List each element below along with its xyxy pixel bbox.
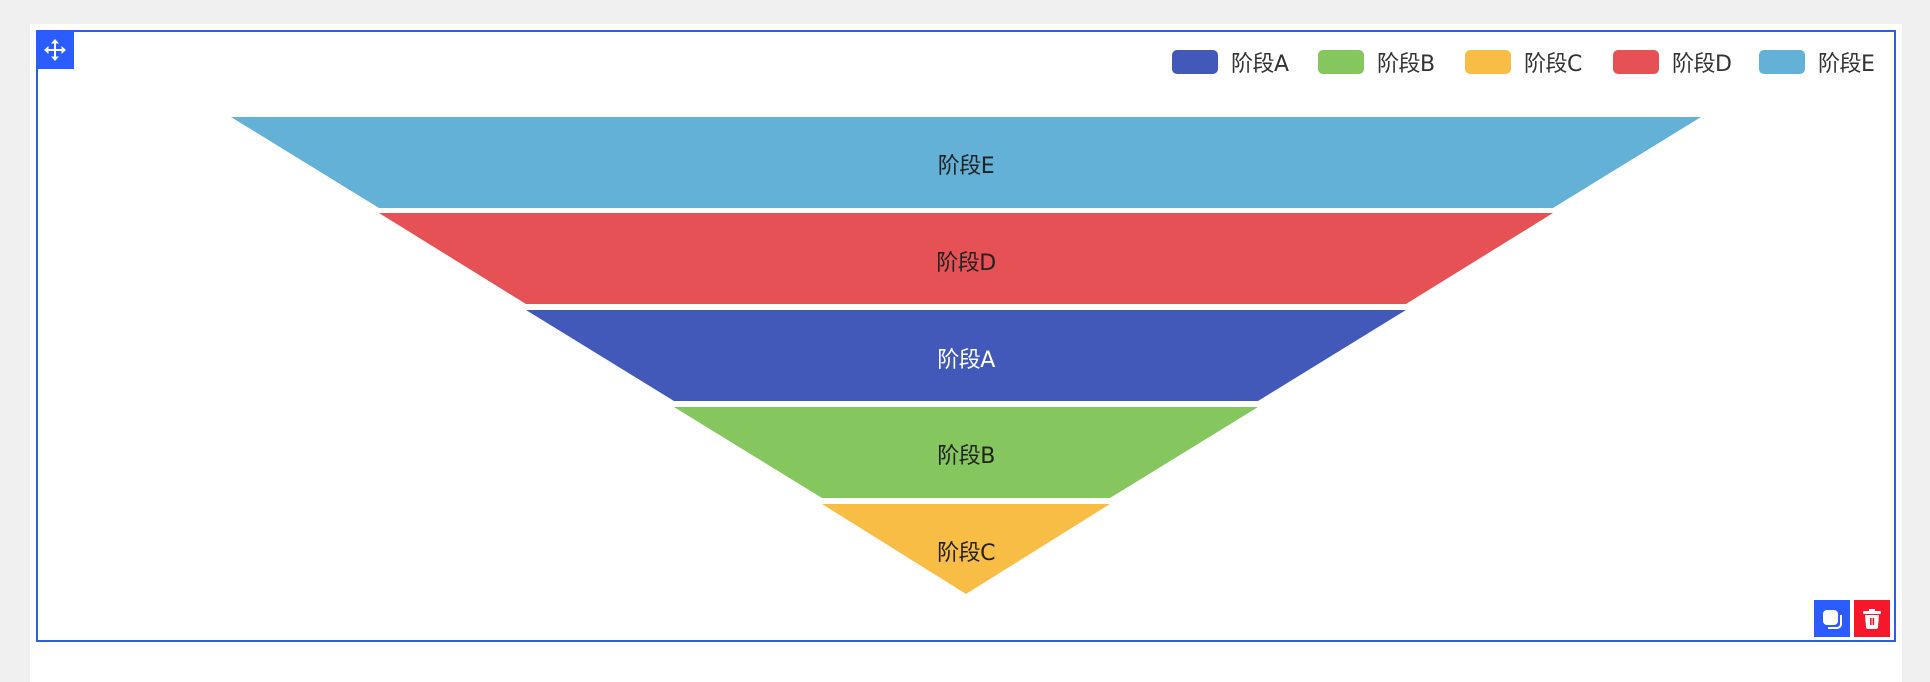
- funnel-segment-c[interactable]: [822, 504, 1110, 594]
- legend-swatch: [1172, 50, 1218, 74]
- legend-swatch: [1465, 50, 1511, 74]
- copy-button[interactable]: [1814, 600, 1850, 637]
- funnel-segment-a[interactable]: [526, 310, 1406, 401]
- legend-label: 阶段B: [1377, 52, 1435, 77]
- legend-item-c[interactable]: 阶段C: [1465, 49, 1582, 77]
- legend-item-e[interactable]: 阶段E: [1759, 49, 1875, 77]
- legend-item-d[interactable]: 阶段D: [1613, 49, 1732, 77]
- delete-button[interactable]: [1854, 600, 1890, 637]
- legend-swatch: [1613, 50, 1659, 74]
- funnel-chart-widget[interactable]: [36, 30, 1896, 642]
- legend-swatch: [1318, 50, 1364, 74]
- legend-label: 阶段D: [1672, 52, 1732, 77]
- legend-item-b[interactable]: 阶段B: [1318, 49, 1435, 77]
- funnel-segment-e[interactable]: [231, 117, 1701, 208]
- copy-icon: [1823, 609, 1842, 629]
- move-arrows-icon: [44, 38, 66, 61]
- legend-label: 阶段C: [1524, 52, 1582, 77]
- funnel-segment-b[interactable]: [674, 407, 1258, 498]
- legend-label: 阶段A: [1231, 52, 1289, 77]
- funnel-segment-d[interactable]: [379, 213, 1553, 304]
- legend-swatch: [1759, 50, 1805, 74]
- move-handle[interactable]: [36, 30, 74, 69]
- trash-icon: [1863, 608, 1881, 629]
- legend-item-a[interactable]: 阶段A: [1172, 49, 1289, 77]
- legend-label: 阶段E: [1818, 52, 1875, 77]
